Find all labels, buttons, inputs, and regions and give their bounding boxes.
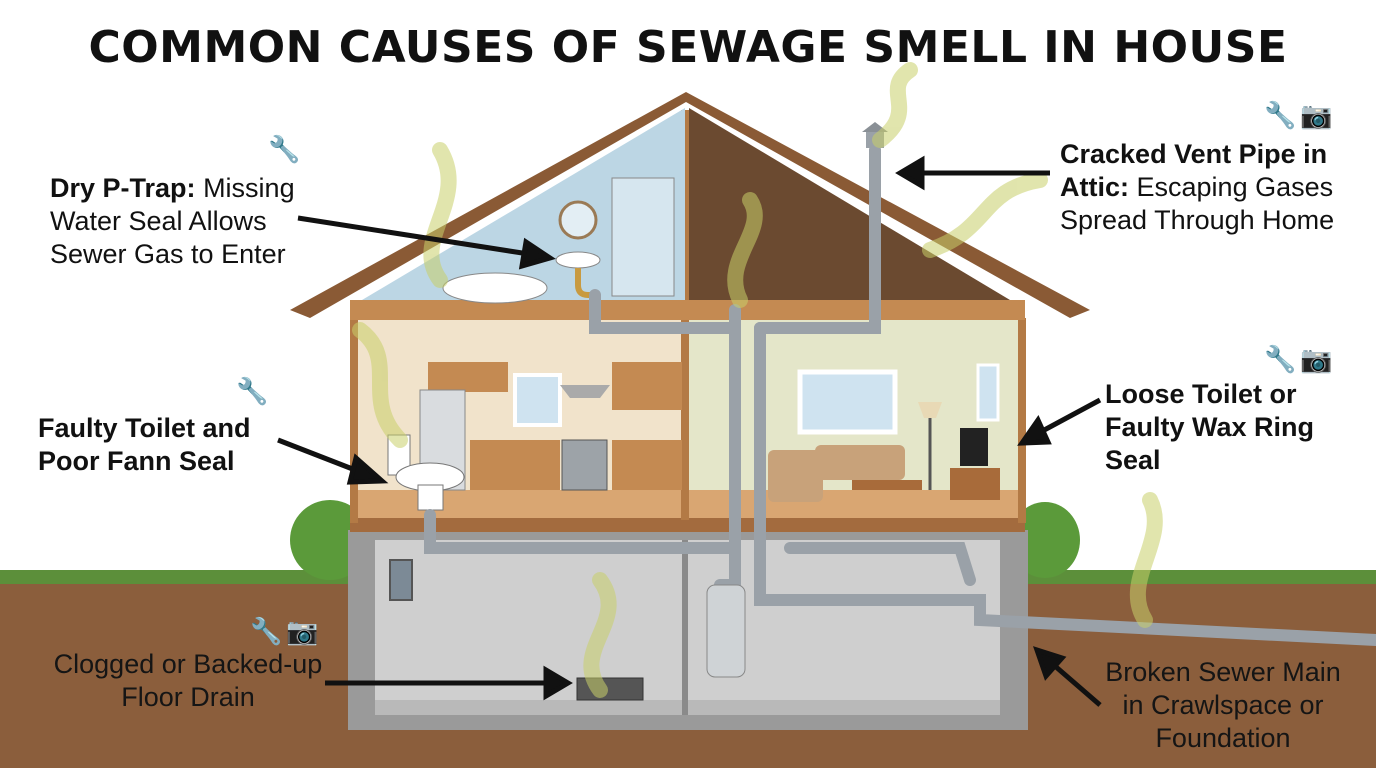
callout-loose-toilet: Loose Toilet or Faulty Wax Ring Seal xyxy=(1105,378,1335,477)
camera-icon: 📷 xyxy=(1300,344,1332,375)
wrench-screwdriver-icon: 🔧 xyxy=(1264,100,1296,131)
camera-icon: 📷 xyxy=(1300,100,1332,131)
kitchen-cabinets-upper xyxy=(428,362,508,392)
stove xyxy=(562,440,607,490)
wrench-screwdriver-icon: 🔧 xyxy=(1264,344,1296,375)
sofa xyxy=(815,445,905,480)
callout-vent-pipe: Cracked Vent Pipe in Attic: Escaping Gas… xyxy=(1060,138,1360,237)
kitchen-base-cabinets xyxy=(470,440,560,490)
basement-window xyxy=(390,560,412,600)
callout-sewer-main: Broken Sewer Main in Crawlspace or Found… xyxy=(1098,656,1348,755)
mirror xyxy=(560,202,596,238)
callout-faulty-toilet: Faulty Toilet and Poor Fann Seal xyxy=(38,412,298,478)
wrench-screwdriver-icon: 🔧 xyxy=(236,376,268,407)
sink xyxy=(556,252,600,268)
wrench-screwdriver-icon: 🔧 xyxy=(250,616,282,647)
callout-sewer-main-text: Broken Sewer Main in Crawlspace or Found… xyxy=(1105,657,1341,753)
callout-dry-ptrap: Dry P-Trap: Missing Water Seal Allows Se… xyxy=(50,172,330,271)
callout-floor-drain: Clogged or Backed-up Floor Drain xyxy=(48,648,328,714)
camera-icon: 📷 xyxy=(286,616,318,647)
shower xyxy=(612,178,674,296)
callout-floor-drain-text: Clogged or Backed-up Floor Drain xyxy=(54,649,323,712)
armchair xyxy=(768,450,823,502)
callout-loose-toilet-bold: Loose Toilet or Faulty Wax Ring Seal xyxy=(1105,379,1314,475)
tv-stand xyxy=(950,468,1000,500)
tv xyxy=(960,428,988,466)
callout-dry-ptrap-bold: Dry P-Trap: xyxy=(50,173,196,203)
coffee-table xyxy=(852,480,922,490)
kitchen-window xyxy=(515,375,560,425)
side-window xyxy=(978,365,998,420)
water-heater xyxy=(707,585,745,677)
living-window xyxy=(800,372,895,432)
bathtub xyxy=(443,273,547,303)
attic-floor xyxy=(350,300,1025,320)
callout-faulty-toilet-bold: Faulty Toilet and Poor Fann Seal xyxy=(38,413,251,476)
wrench-screwdriver-icon: 🔧 xyxy=(268,134,300,165)
floor-joist xyxy=(350,518,1025,532)
